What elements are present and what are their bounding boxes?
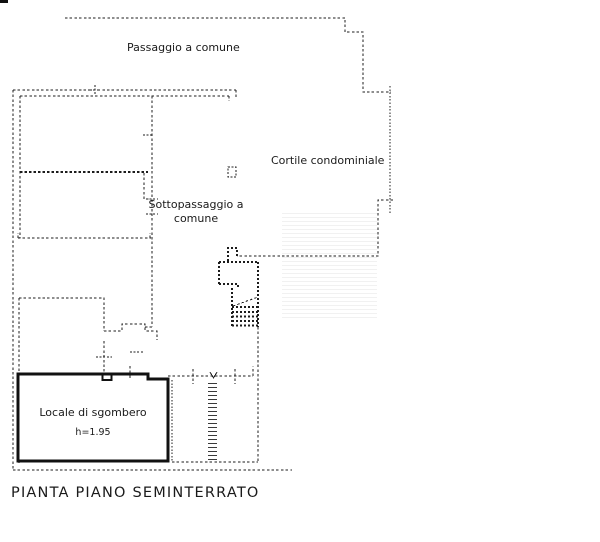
label-passaggio-a-comune: Passaggio a comune	[127, 41, 240, 54]
lower-left-block	[18, 297, 158, 463]
cortile-boundary	[65, 17, 393, 257]
scan-artifact	[0, 0, 8, 3]
label-sottopassaggio-a-comune: Sottopassaggio a comune	[148, 198, 244, 225]
label-cortile-condominiale: Cortile condominiale	[271, 154, 385, 167]
label-locale-di-sgombero: Locale di sgombero	[39, 406, 147, 419]
courtyard-faint-hatch	[282, 213, 377, 318]
plan-title: PIANTA PIANO SEMINTERRATO	[11, 485, 260, 501]
hatched-wall-strip	[208, 383, 217, 462]
locale-sgombero-walls	[16, 372, 170, 463]
corridor-boundaries	[13, 327, 292, 471]
staircase	[218, 247, 259, 327]
label-room-height: h=1.95	[75, 427, 111, 438]
